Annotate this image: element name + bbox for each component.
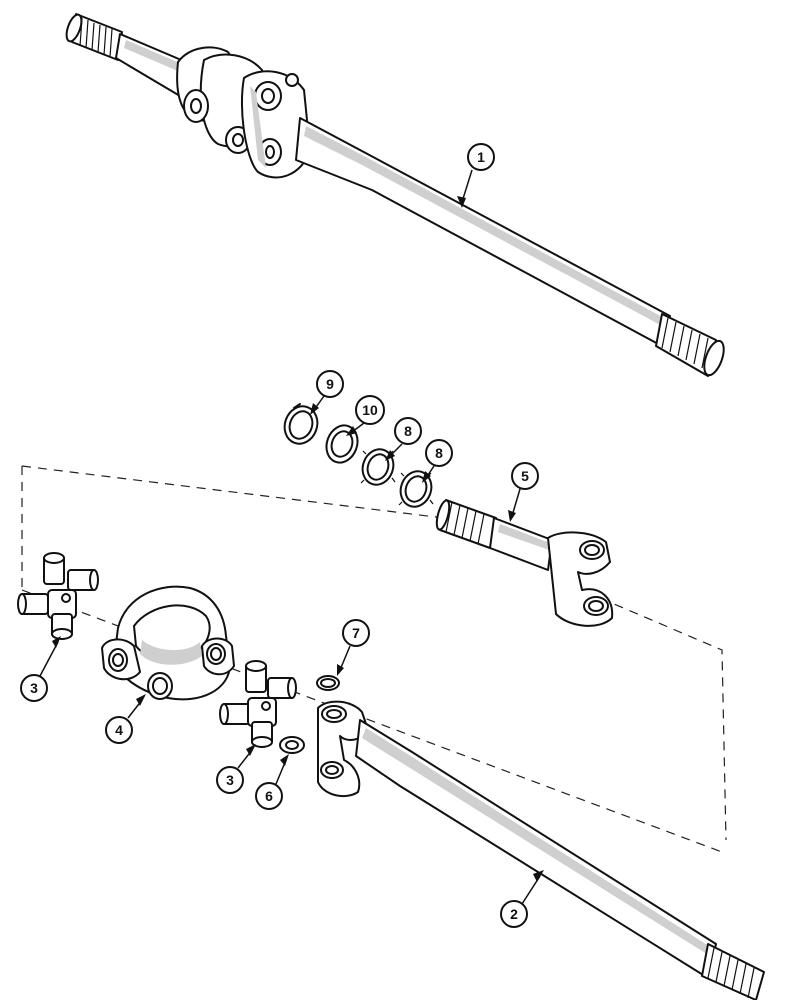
callout-2: 2 — [500, 870, 544, 928]
callout-label-6: 6 — [265, 788, 273, 804]
callout-label-4: 4 — [115, 722, 123, 738]
universal-joint-cross-3a — [17, 552, 99, 640]
callout-label-8a: 8 — [404, 423, 412, 439]
callout-label-10: 10 — [362, 402, 378, 418]
snap-ring-7 — [316, 675, 340, 691]
double-cardan-center-yoke-4 — [101, 585, 235, 701]
callout-6: 6 — [255, 754, 289, 810]
upper-shaft-right-spline — [655, 313, 725, 377]
axle-shaft-assembly-upper — [65, 13, 725, 377]
callout-4: 4 — [105, 694, 146, 744]
upper-universal-joint — [176, 46, 311, 179]
callout-label-9: 9 — [326, 376, 334, 392]
upper-shaft-left-spline — [65, 13, 123, 61]
callout-9: 9 — [310, 370, 344, 415]
callout-7: 7 — [337, 619, 370, 676]
callout-3b: 3 — [216, 744, 256, 794]
snap-ring-9 — [283, 403, 319, 445]
callout-label-3b: 3 — [226, 772, 234, 788]
stub-shaft-5 — [435, 499, 614, 627]
callout-1: 1 — [457, 143, 495, 208]
axle-shaft-lower-2 — [317, 700, 765, 1000]
callout-10: 10 — [346, 395, 385, 436]
callout-label-8b: 8 — [435, 445, 443, 461]
universal-joint-cross-3b — [219, 660, 297, 748]
callout-3a: 3 — [20, 636, 61, 702]
callout-label-5: 5 — [521, 468, 529, 484]
callout-label-2: 2 — [510, 906, 518, 922]
washer-6 — [279, 736, 305, 754]
callout-8b: 8 — [422, 439, 453, 483]
shim-washer-8a — [360, 448, 396, 486]
callout-label-7: 7 — [352, 625, 360, 641]
callout-label-1: 1 — [477, 149, 485, 165]
callout-8a: 8 — [385, 417, 422, 461]
callout-5: 5 — [508, 462, 539, 522]
shim-washer-8b — [398, 470, 434, 508]
callout-label-3a: 3 — [30, 680, 38, 696]
